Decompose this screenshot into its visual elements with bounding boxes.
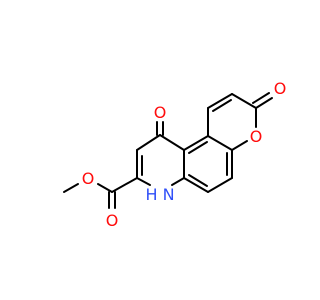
- bond-lines: [63, 92, 273, 209]
- bond-c9-c8: [231, 93, 257, 109]
- amine-label: H N: [145, 185, 174, 204]
- bond-o-ether-methyl: [63, 183, 79, 193]
- molecule-drawing: O O O O O H N: [63, 79, 287, 230]
- bond-c4-c3: [136, 134, 161, 151]
- bond-ccarboxyl-o-ether: [97, 183, 113, 193]
- structure-canvas: O O O O O H N: [63, 79, 287, 230]
- bond-c8-o-carbonyl: [255, 97, 273, 109]
- bond-o7-c6a: [231, 140, 248, 151]
- lactone-carbonyl-oxygen-label: O: [274, 79, 287, 98]
- atom-labels: O O O O O H N: [82, 79, 287, 230]
- ring-oxygen-label: O: [250, 127, 263, 146]
- bond-c4a-c4b-inner: [188, 141, 208, 154]
- bond-c4-c4a: [159, 134, 185, 151]
- bond-c5-c8a: [183, 177, 209, 193]
- bond-c10-c9: [207, 93, 233, 109]
- ester-ether-oxygen-label: O: [82, 169, 95, 188]
- ester-carbonyl-oxygen-label: O: [106, 211, 119, 230]
- bond-c5-c8a-inner: [188, 174, 208, 187]
- bond-n1-c8a: [171, 177, 185, 186]
- bond-c2-n1: [136, 177, 151, 186]
- ketone-oxygen-label: O: [154, 103, 167, 122]
- bond-c2-ccarboxyl: [111, 177, 138, 193]
- bond-c8-o-carbonyl-2: [252, 92, 270, 104]
- bond-c4b-c6a: [207, 135, 233, 151]
- bond-c4a-c4b: [183, 135, 209, 151]
- bond-c6-c5: [207, 177, 233, 193]
- bond-c10-c9-inner: [212, 99, 232, 112]
